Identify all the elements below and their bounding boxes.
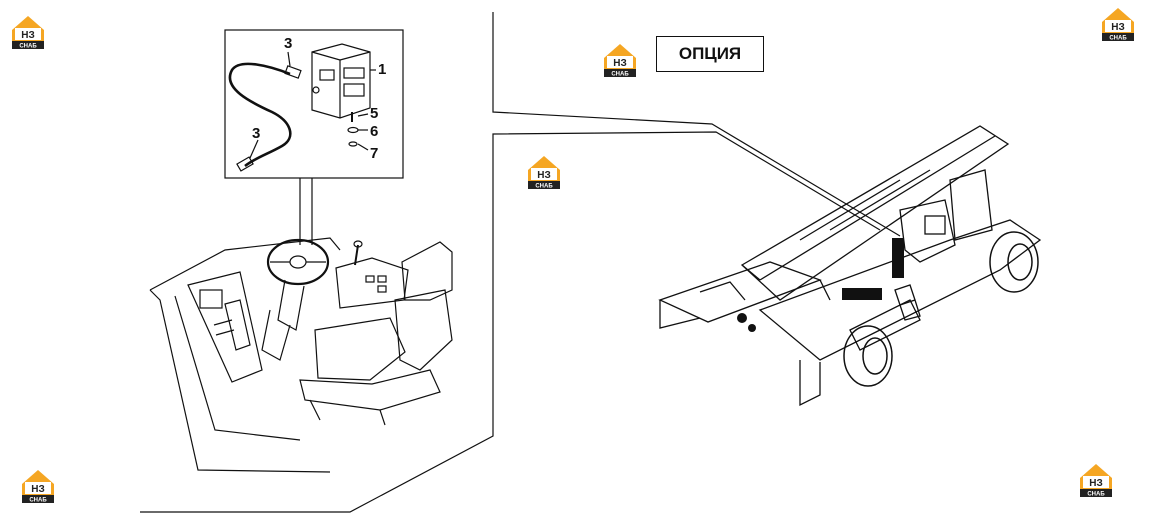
callout-item-3-bottom: 3 [252,125,261,142]
logo-icon: НЗ СНАБ [18,466,58,506]
reach-stacker [658,125,1042,407]
cabin-interior [149,237,341,473]
control-console [335,240,409,309]
callout-item-3-top: 3 [284,35,293,52]
steering-wheel [261,238,330,361]
logo-icon: НЗ СНАБ [524,152,564,192]
svg-text:СНАБ: СНАБ [29,498,47,504]
logo-icon: НЗ СНАБ [1098,4,1138,44]
svg-text:НЗ: НЗ [31,484,45,495]
logo-icon: НЗ СНАБ [1076,460,1116,500]
svg-text:НЗ: НЗ [537,170,551,181]
reach-stacker-wheels [843,231,1039,387]
callout-item-5: 5 [370,105,379,122]
display-unit [311,43,371,119]
cable [228,62,292,168]
logo-icon: НЗ СНАБ [8,12,48,52]
svg-text:НЗ: НЗ [1111,22,1125,33]
operator-seat [299,241,453,426]
svg-text:НЗ: НЗ [21,30,35,41]
callout-item-7: 7 [370,145,379,162]
svg-text:СНАБ: СНАБ [1109,36,1127,42]
svg-text:СНАБ: СНАБ [535,184,553,190]
logo-icon: НЗ СНАБ [600,40,640,80]
svg-text:НЗ: НЗ [1089,478,1103,489]
svg-text:СНАБ: СНАБ [611,72,629,78]
svg-text:НЗ: НЗ [613,58,627,69]
svg-text:СНАБ: СНАБ [19,44,37,50]
svg-text:СНАБ: СНАБ [1087,492,1105,498]
callout-item-1: 1 [378,61,387,78]
section-divider-lower [140,131,881,513]
callout-item-6: 6 [370,123,379,140]
section-divider [492,12,901,237]
option-label: ОПЦИЯ [656,36,764,72]
detail-inset-frame [224,29,404,179]
